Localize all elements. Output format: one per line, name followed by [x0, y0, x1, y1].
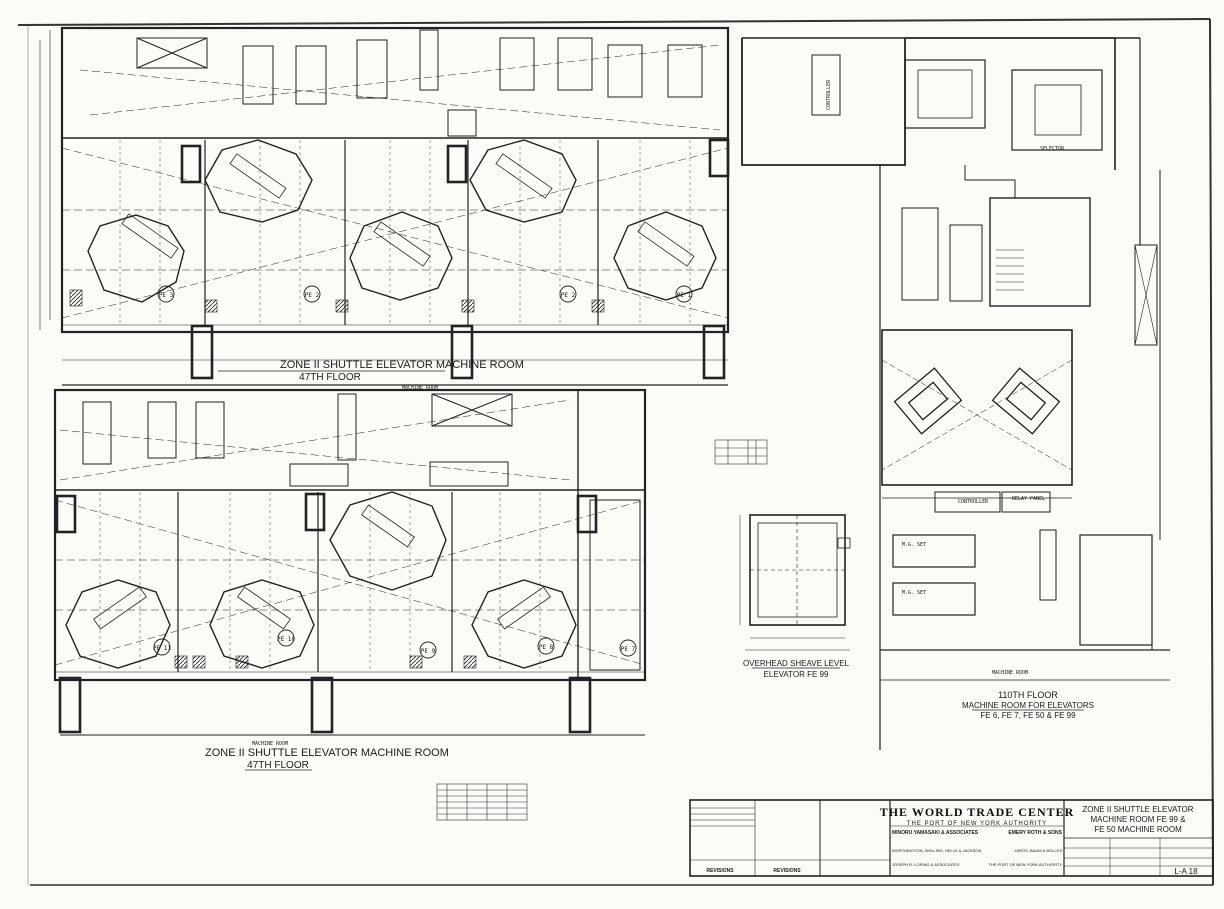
- architect-left: MINORU YAMASAKI & ASSOCIATES: [892, 830, 979, 836]
- zone-room-bottom-machines: PE 11 PE 10 PE 9 PE 8 PE 7: [153, 636, 636, 655]
- machine-tag: PE 2: [561, 292, 576, 299]
- engineer-right-2: THE PORT OF NEW YORK AUTHORITY: [988, 862, 1062, 867]
- machine-tag: PE 3: [159, 292, 174, 299]
- caption-title: 110TH FLOOR: [998, 690, 1058, 700]
- drawing-title-line: FE 50 MACHINE ROOM: [1094, 825, 1182, 834]
- machine-tag: PE 10: [277, 636, 295, 643]
- equipment-label: CONTROLLER: [826, 79, 832, 110]
- engineer-left: WORTHINGTON, SKILLING, HELLE & JACKSON: [892, 848, 982, 853]
- machine-room-110-caption: MACHINE ROOM 110TH FLOOR MACHINE ROOM FO…: [962, 670, 1094, 720]
- machine-room-110-plan: [741, 37, 1170, 750]
- zone-room-top-machines: PE 3 PE 2 PE 2 PE 1: [159, 292, 692, 299]
- authority-name: THE PORT OF NEW YORK AUTHORITY: [907, 821, 1047, 827]
- caption-subtitle: MACHINE ROOM FOR ELEVATORS: [962, 701, 1094, 710]
- machine-tag: PE 9: [421, 648, 436, 655]
- machine-tag: PE 11: [153, 645, 171, 652]
- zone-room-bottom-plan: [53, 388, 647, 736]
- load-table: [436, 783, 528, 821]
- caption-title: ZONE II SHUTTLE ELEVATOR MACHINE ROOM: [280, 359, 524, 371]
- machine-tag: PE 8: [539, 644, 554, 651]
- zone-room-bottom-caption: MACHINE ROOM ZONE II SHUTTLE ELEVATOR MA…: [205, 741, 449, 771]
- wall-note: MACHINE ROOM: [402, 385, 438, 391]
- engineer-right: JAROS, BAUM & BOLLES: [1014, 848, 1062, 853]
- caption-title: OVERHEAD SHEAVE LEVEL: [743, 659, 850, 668]
- equipment-label: SELECTOR: [1040, 146, 1065, 152]
- caption-floor: 47TH FLOOR: [299, 372, 361, 383]
- caption-title: ZONE II SHUTTLE ELEVATOR MACHINE ROOM: [205, 747, 449, 759]
- equipment-label: RELAY PANEL: [1012, 496, 1045, 502]
- title-block-text: THE WORLD TRADE CENTER THE PORT OF NEW Y…: [706, 805, 1198, 876]
- equipment-label: M.G. SET: [902, 590, 926, 596]
- caption-subtitle: ELEVATOR FE 99: [764, 670, 829, 679]
- machine-room-110-labels: CONTROLLER M.G. SET M.G. SET SELECTOR CO…: [826, 79, 1065, 596]
- sheave-table: [714, 439, 768, 465]
- wall-note: MACHINE ROOM: [992, 670, 1028, 676]
- machine-tag: PE 2: [305, 292, 320, 299]
- revisions-label: REVISIONS: [773, 868, 801, 874]
- equipment-label: CONTROLLER: [958, 499, 989, 505]
- caption-floor: 47TH FLOOR: [247, 760, 309, 771]
- sheet-border: [17, 18, 1214, 886]
- drawing-title-line: MACHINE ROOM FE 99 &: [1090, 815, 1186, 824]
- wall-note: MACHINE ROOM: [252, 741, 288, 747]
- project-name: THE WORLD TRADE CENTER: [880, 805, 1075, 819]
- revisions-label: REVISIONS: [706, 868, 734, 874]
- caption-subtitle: FE 6, FE 7, FE 50 & FE 99: [980, 711, 1076, 720]
- drawing-title-line: ZONE II SHUTTLE ELEVATOR: [1082, 805, 1193, 814]
- architect-right: EMERY ROTH & SONS: [1008, 830, 1062, 836]
- machine-tag: PE 1: [677, 292, 692, 299]
- zone-room-top-caption: ZONE II SHUTTLE ELEVATOR MACHINE ROOM 47…: [218, 359, 524, 391]
- sheet-number: L-A 18: [1174, 867, 1198, 876]
- overhead-sheave-plan: [739, 514, 851, 651]
- machine-tag: PE 7: [621, 646, 636, 653]
- title-block: [689, 799, 1214, 877]
- engineer-left-2: JOSEPH R. LORING & ASSOCIATES: [892, 862, 960, 867]
- overhead-sheave-caption: OVERHEAD SHEAVE LEVEL ELEVATOR FE 99: [743, 659, 850, 679]
- zone-room-top-plan: [39, 26, 730, 386]
- equipment-label: M.G. SET: [902, 542, 926, 548]
